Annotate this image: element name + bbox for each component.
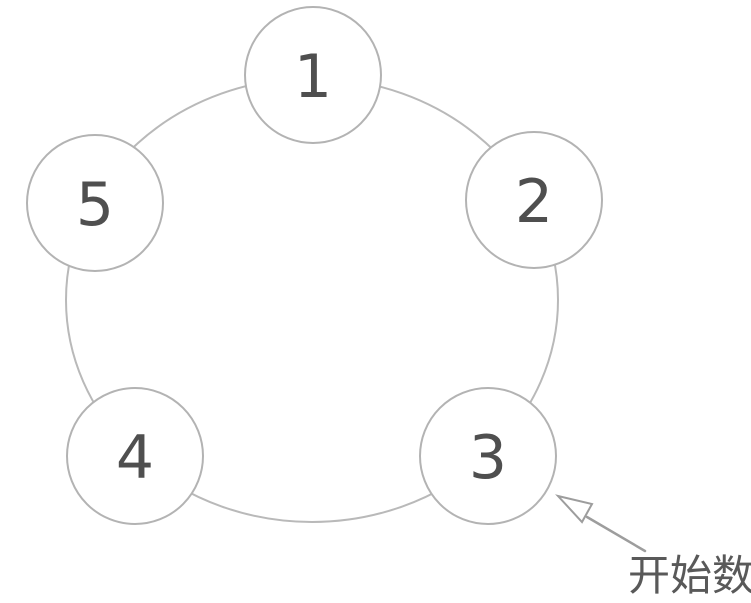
node-2-circle bbox=[465, 131, 603, 269]
node-4-circle bbox=[66, 387, 204, 525]
arrowhead-icon bbox=[555, 494, 594, 524]
node-circle-5: 5 bbox=[26, 134, 164, 272]
node-1-label: 1 bbox=[294, 42, 332, 112]
node-circle-1: 1 bbox=[244, 6, 382, 144]
node-5-label: 5 bbox=[76, 170, 114, 240]
node-4-label: 4 bbox=[116, 423, 154, 493]
node-circle-2: 2 bbox=[465, 131, 603, 269]
node-1-circle bbox=[244, 6, 382, 144]
annotation-start-label: 开始数 bbox=[628, 551, 751, 600]
start-arrow bbox=[555, 494, 647, 553]
node-3-circle bbox=[419, 387, 557, 525]
node-circle-4: 4 bbox=[66, 387, 204, 525]
node-2-label: 2 bbox=[515, 167, 553, 237]
arrow-shaft bbox=[585, 515, 647, 553]
node-circle-3: 3 bbox=[419, 387, 557, 525]
node-3-label: 3 bbox=[469, 423, 507, 493]
node-5-circle bbox=[26, 134, 164, 272]
